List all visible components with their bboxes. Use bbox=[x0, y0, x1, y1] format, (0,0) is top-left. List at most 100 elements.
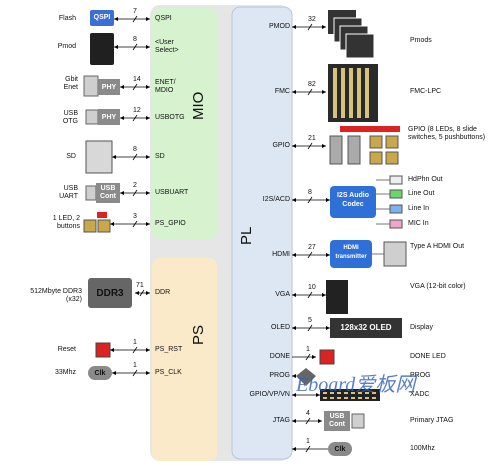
usb-uart-jack bbox=[85, 185, 97, 201]
fmc-pins bbox=[333, 68, 369, 118]
gbit-enet-label: Gbit Enet bbox=[63, 76, 78, 91]
bus-width-pmods: 32 bbox=[308, 16, 316, 23]
sig-fmc: FMC bbox=[274, 88, 290, 95]
bus-width-oled: 5 bbox=[308, 317, 312, 324]
bus-width-i2s: 8 bbox=[308, 189, 312, 196]
bus-ticks bbox=[132, 15, 313, 453]
sig-ddr: DDR bbox=[155, 289, 171, 296]
sig-enet: ENET/ MDIO bbox=[155, 79, 176, 94]
sig-pmod: PMOD bbox=[269, 23, 290, 30]
jtag-usb-jack bbox=[351, 413, 365, 429]
right-arrowheads bbox=[292, 25, 330, 451]
mio-label: MIO bbox=[190, 91, 207, 120]
bus-width-psclk: 1 bbox=[133, 362, 137, 369]
otg-phy-label: PHY bbox=[101, 114, 117, 121]
fmc-lpc-label: FMC-LPC bbox=[410, 88, 442, 95]
hdmi-transmitter-label: HDMI transmitter bbox=[335, 245, 367, 260]
left-arrowheads bbox=[110, 17, 150, 375]
button-icon-2 bbox=[97, 219, 111, 233]
bus-width-pmod: 8 bbox=[133, 36, 137, 43]
clk-33-label: 33Mhz bbox=[54, 369, 76, 376]
usb-otg-label: USB OTG bbox=[62, 110, 78, 125]
sig-done: DONE bbox=[269, 353, 290, 360]
pmod-stack bbox=[328, 10, 375, 59]
sig-qspi: QSPI bbox=[155, 15, 172, 22]
bus-width-psrst: 1 bbox=[133, 339, 137, 346]
sig-xadc: GPIO/VP/VN bbox=[249, 391, 290, 398]
otg-phy-chip bbox=[98, 109, 120, 125]
bus-width-clk100: 1 bbox=[306, 438, 310, 445]
reset-label: Reset bbox=[57, 346, 76, 353]
clk-33-chip-label: Clk bbox=[94, 370, 106, 377]
bus-width-hdmi: 27 bbox=[308, 244, 316, 251]
bus-width-fmc: 82 bbox=[308, 81, 316, 88]
watermark: Eboard爱板网 bbox=[296, 374, 416, 396]
sig-hdmi: HDMI bbox=[272, 251, 290, 258]
display-label: Display bbox=[410, 324, 433, 331]
bus-width-usbotg: 12 bbox=[133, 107, 141, 114]
line-in-jack bbox=[389, 204, 403, 214]
bus-width-psgpio: 3 bbox=[133, 213, 137, 220]
reset-button-icon bbox=[95, 342, 111, 358]
audio-links bbox=[376, 179, 390, 225]
sig-prog: PROG bbox=[269, 372, 290, 379]
sig-user-select: <User Select> bbox=[155, 39, 179, 54]
sig-gpio: GPIO bbox=[272, 142, 290, 149]
sig-psclk: PS_CLK bbox=[155, 369, 182, 376]
hdphn-out-jack bbox=[389, 175, 403, 185]
bus-width-gpio: 21 bbox=[308, 135, 316, 142]
audio-codec-label: I2S Audio Codec bbox=[336, 192, 370, 208]
usb-otg-jack bbox=[85, 109, 99, 125]
line-out-label: Line Out bbox=[408, 190, 435, 197]
line-out-jack bbox=[389, 189, 403, 199]
ddr3-chip bbox=[88, 278, 132, 308]
sig-sd: SD bbox=[155, 153, 165, 160]
hdphn-out-label: HdPhn Out bbox=[408, 176, 443, 183]
qspi-chip bbox=[90, 10, 114, 26]
clk-100-chip bbox=[328, 442, 352, 456]
pmod-left-label: Pmod bbox=[57, 43, 76, 50]
xadc-header bbox=[320, 389, 380, 401]
xadc-label: XADC bbox=[410, 391, 430, 398]
pmod-connector bbox=[90, 33, 114, 65]
sig-jtag: JTAG bbox=[272, 417, 290, 424]
bus-width-sd: 8 bbox=[133, 146, 137, 153]
hdmi-transmitter-chip bbox=[330, 240, 372, 268]
oled-chip-label: 128x32 OLED bbox=[340, 323, 392, 332]
done-led-icon bbox=[319, 349, 335, 365]
sd-slot bbox=[85, 140, 113, 174]
pmods-label: Pmods bbox=[410, 37, 432, 44]
bus-width-usbuart: 2 bbox=[133, 182, 137, 189]
usb-uart-chip bbox=[96, 183, 120, 203]
hdmi-out-label: Type A HDMI Out bbox=[410, 243, 465, 250]
primary-jtag-label: Primary JTAG bbox=[410, 417, 454, 424]
bus-width-ddr: 71 bbox=[136, 282, 144, 289]
led-buttons-label: 1 LED, 2 buttons bbox=[52, 215, 80, 230]
usb-uart-chip-label: USB Cont bbox=[100, 185, 116, 200]
led-icon bbox=[97, 212, 107, 218]
ps-label: PS bbox=[190, 324, 207, 345]
vga-connector bbox=[326, 280, 348, 314]
prog-button-icon bbox=[296, 368, 316, 386]
prog-label: PROG bbox=[410, 372, 431, 379]
enet-phy-label: PHY bbox=[101, 84, 117, 91]
jtag-chip-label: USB Cont bbox=[329, 413, 345, 428]
bus-width-jtag: 4 bbox=[306, 410, 310, 417]
sig-i2s: I2S/ACD bbox=[262, 196, 290, 203]
oled-display bbox=[330, 318, 402, 338]
ps-region bbox=[152, 258, 217, 461]
enet-phy-chip bbox=[98, 79, 120, 95]
sig-usbotg: USBOTG bbox=[155, 114, 185, 121]
mio-region bbox=[152, 7, 217, 239]
clk-33-chip bbox=[88, 366, 112, 380]
pl-label: PL bbox=[238, 226, 255, 245]
clk-100-chip-label: Clk bbox=[334, 446, 346, 453]
clk-100-label: 100Mhz bbox=[410, 445, 435, 452]
usb-uart-label: USB UART bbox=[59, 185, 78, 200]
button-icon-1 bbox=[83, 219, 97, 233]
sig-vga: VGA bbox=[275, 291, 290, 298]
sig-psrst: PS_RST bbox=[155, 346, 183, 353]
gpio-devices bbox=[329, 126, 400, 165]
hdmi-connector bbox=[383, 241, 407, 267]
